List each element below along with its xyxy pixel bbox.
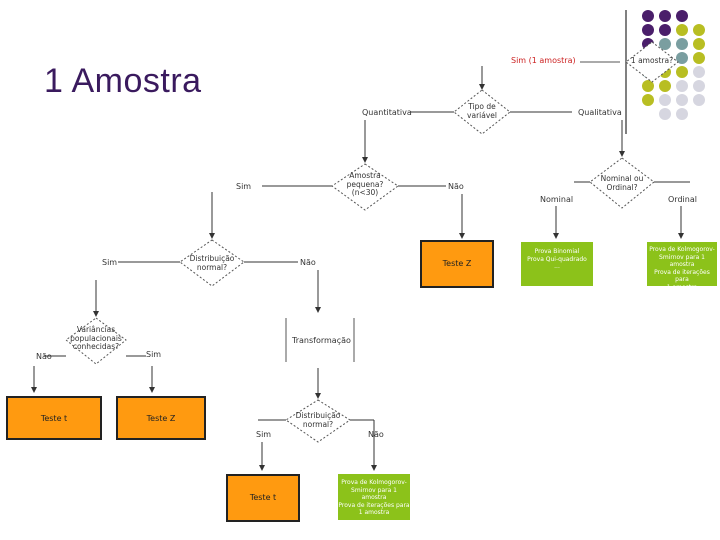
dist-line-1: Distribuição [189,254,235,263]
teste-z-right-label: Teste Z [442,259,472,268]
diamond-one-sample [625,41,679,83]
label-sim-variancias: Sim [146,350,162,359]
diamond-nominal-ordinal [589,157,655,209]
diamond-distribuicao-normal-label: Distribuição normal? [184,254,240,272]
nominal-ordinal-line-2: Ordinal? [606,182,638,192]
dist2-line-2: normal? [302,419,334,429]
label-quantitativa: Quantitativa [362,108,412,117]
label-nominal: Nominal [540,195,574,204]
label-sim-dist: Sim [102,258,118,267]
diamond-tipo-variavel-label: Tipo de variável [458,102,506,120]
label-nao-dist2: Não [368,430,384,439]
tipo-variavel-line-1: Tipo de [468,102,496,111]
label-nao-variancias: Não [36,352,52,361]
amostra-line-3: (n<30) [351,188,379,198]
teste-t-bottom-label: Teste t [249,493,277,502]
green-bottom-line-2: Smirnov para 1 amostra [351,486,397,502]
green-bottom-line-4: 1 amostra [358,509,390,516]
label-ordinal: Ordinal [668,195,697,204]
result-teste-t-bottom: Teste t [226,474,300,522]
amostra-line-2: pequena? [346,179,384,189]
green-nominal-line-2: Prova Qui-quadrado [527,255,587,263]
green-nominal-line-3: ... [554,263,560,270]
result-green-bottom: Prova de Kolmogorov- Smirnov para 1 amos… [338,474,410,520]
result-teste-t-left: Teste t [6,396,102,440]
label-sim-amostra: Sim [236,182,252,191]
green-ordinal-line-2: Smirnov para 1 amostra [659,253,705,269]
result-green-ordinal: Prova de Kolmogorov- Smirnov para 1 amos… [647,242,717,291]
variancias-line-3: conhecidas? [72,342,120,352]
page-title: 1 Amostra [44,62,202,100]
diamond-distribuicao-normal-2-label: Distribuição normal? [290,411,346,429]
diamond-variancias-label: Variâncias populacionais conhecidas? [64,325,128,352]
variancias-line-1: Variâncias [76,325,116,334]
green-nominal-line-1: Prova Binomial [534,248,580,255]
tipo-variavel-line-2: variável [467,110,497,120]
diamond-amostra-pequena-label: Amostra pequena? (n<30) [335,171,395,198]
diamond-amostra-pequena [331,163,399,211]
result-teste-z-right: Teste Z [420,240,494,288]
green-bottom-line-3: Prova de iterações para [338,501,410,509]
variancias-line-2: populacionais [70,333,122,343]
label-sim-dist2: Sim [256,430,272,439]
teste-z-left-label: Teste Z [146,414,176,423]
green-ordinal-line-1: Prova de Kolmogorov- [649,246,715,253]
dist-line-2: normal? [196,262,228,272]
diamond-variancias [65,317,127,365]
diamond-distribuicao-normal [179,239,245,287]
green-ordinal-line-3: Prova de iterações para [654,268,710,284]
green-bottom-line-1: Prova de Kolmogorov- [341,479,407,486]
label-sim-one-sample: Sim (1 amostra) [511,56,576,65]
diamond-nominal-ordinal-label: Nominal ou Ordinal? [594,174,650,192]
diamond-tipo-variavel [453,89,511,135]
label-nao-dist: Não [300,258,316,267]
result-green-nominal: Prova Binomial Prova Qui-quadrado ... [521,242,593,286]
diamond-distribuicao-normal-2 [285,399,351,443]
nominal-ordinal-line-1: Nominal ou [600,174,644,183]
label-nao-amostra: Não [448,182,464,191]
amostra-line-1: Amostra [349,171,381,180]
diamond-one-sample-label: 1 amostra? [630,56,674,65]
label-qualitativa: Qualitativa [578,108,622,117]
result-teste-z-left: Teste Z [116,396,206,440]
teste-t-left-label: Teste t [40,414,68,423]
label-transformacao: Transformação [292,336,351,345]
green-ordinal-line-4: 1 amostra [666,283,698,291]
dist2-line-1: Distribuição [295,411,341,420]
